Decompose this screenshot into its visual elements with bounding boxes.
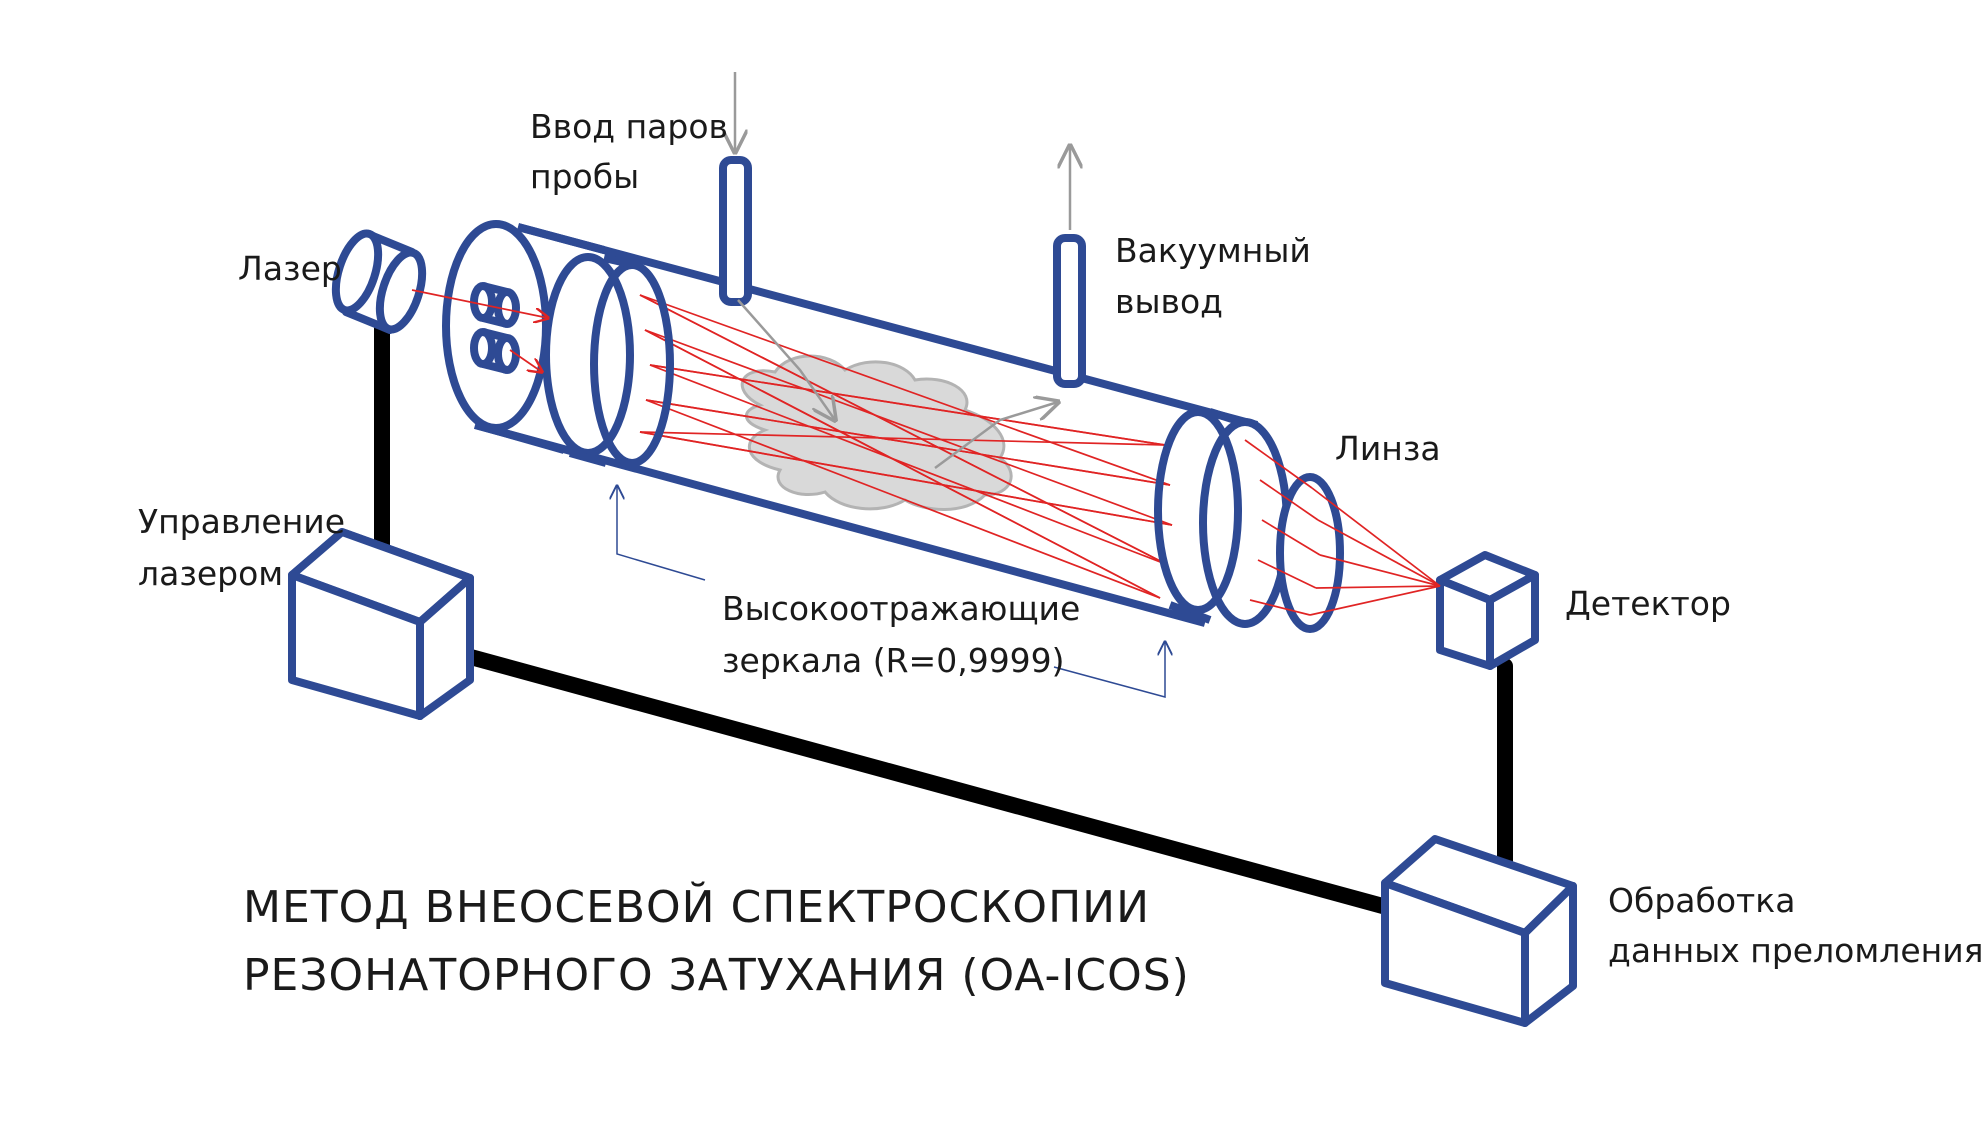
- beam-14: [644, 329, 1161, 599]
- label-mirrors-1: Высокоотражающие: [722, 589, 1080, 628]
- cables: [374, 314, 1513, 916]
- exit-beam-3: [1261, 519, 1321, 556]
- label-processing-1: Обработка: [1608, 881, 1795, 920]
- gas-flow-arrows: [737, 299, 1058, 470]
- focused-beam-4: [1315, 585, 1441, 589]
- label-processing-2: данных преломления: [1608, 931, 1984, 970]
- label-laser: Лазер: [238, 249, 342, 288]
- mirror-callouts: [617, 486, 1165, 698]
- sample-inlet-tube: [719, 72, 752, 306]
- label-vacuum-2: вывод: [1115, 282, 1223, 321]
- focused-beam-2: [1317, 519, 1441, 587]
- beam-7: [649, 364, 1169, 566]
- focused-beams: [1244, 439, 1441, 616]
- lens: [1276, 473, 1344, 633]
- label-sample-inlet-2: пробы: [530, 157, 639, 196]
- control-to-processing-cable: [437, 642, 1398, 916]
- focused-beam-5: [1309, 585, 1441, 616]
- label-lens: Линза: [1335, 429, 1441, 468]
- laser-beams: [639, 294, 1173, 599]
- beam-12: [645, 399, 1171, 486]
- focused-beam-1: [1311, 487, 1441, 587]
- exit-beam-2: [1259, 479, 1319, 521]
- title-line-1: МЕТОД ВНЕОСЕВОЙ СПЕКТРОСКОПИИ: [243, 880, 1150, 933]
- mirror-left: [542, 253, 674, 467]
- sample-vapor-cloud: [740, 354, 1013, 511]
- exit-beam-1: [1244, 439, 1313, 489]
- processing-box: [1381, 835, 1577, 1027]
- input-beams: [411, 289, 548, 372]
- laser-head: [331, 229, 427, 334]
- beam-10: [645, 399, 1161, 599]
- beam-1: [639, 294, 1171, 486]
- diagram-title: МЕТОД ВНЕОСЕВОЙ СПЕКТРОСКОПИИ РЕЗОНАТОРН…: [243, 880, 1190, 1001]
- label-laser-control-1: Управление: [138, 502, 345, 541]
- detector-box: [1436, 551, 1539, 670]
- label-laser-control-2: лазером: [138, 554, 283, 593]
- beam-11: [639, 294, 1169, 566]
- mirror-right: [1154, 408, 1291, 628]
- vacuum-outlet-tube: [1053, 146, 1086, 388]
- beam-4: [644, 329, 1173, 526]
- focused-beam-3: [1319, 554, 1441, 587]
- beam-13: [639, 431, 1166, 446]
- exit-beam-4: [1257, 559, 1317, 589]
- laser-control-box: [288, 528, 474, 720]
- beam-9: [649, 364, 1166, 446]
- beam-15: [639, 431, 1173, 526]
- label-sample-inlet-1: Ввод паров: [530, 107, 728, 146]
- title-line-2: РЕЗОНАТОРНОГО ЗАТУХАНИЯ (OA-ICOS): [243, 950, 1190, 1001]
- label-vacuum-1: Вакуумный: [1115, 231, 1311, 270]
- cuvette-front-cap: [442, 220, 606, 454]
- labels: Лазер Ввод паров пробы Вакуумный вывод Л…: [138, 107, 1984, 970]
- label-detector: Детектор: [1565, 584, 1731, 623]
- exit-beam-5: [1249, 599, 1311, 616]
- label-mirrors-2: зеркала (R=0,9999): [722, 641, 1065, 680]
